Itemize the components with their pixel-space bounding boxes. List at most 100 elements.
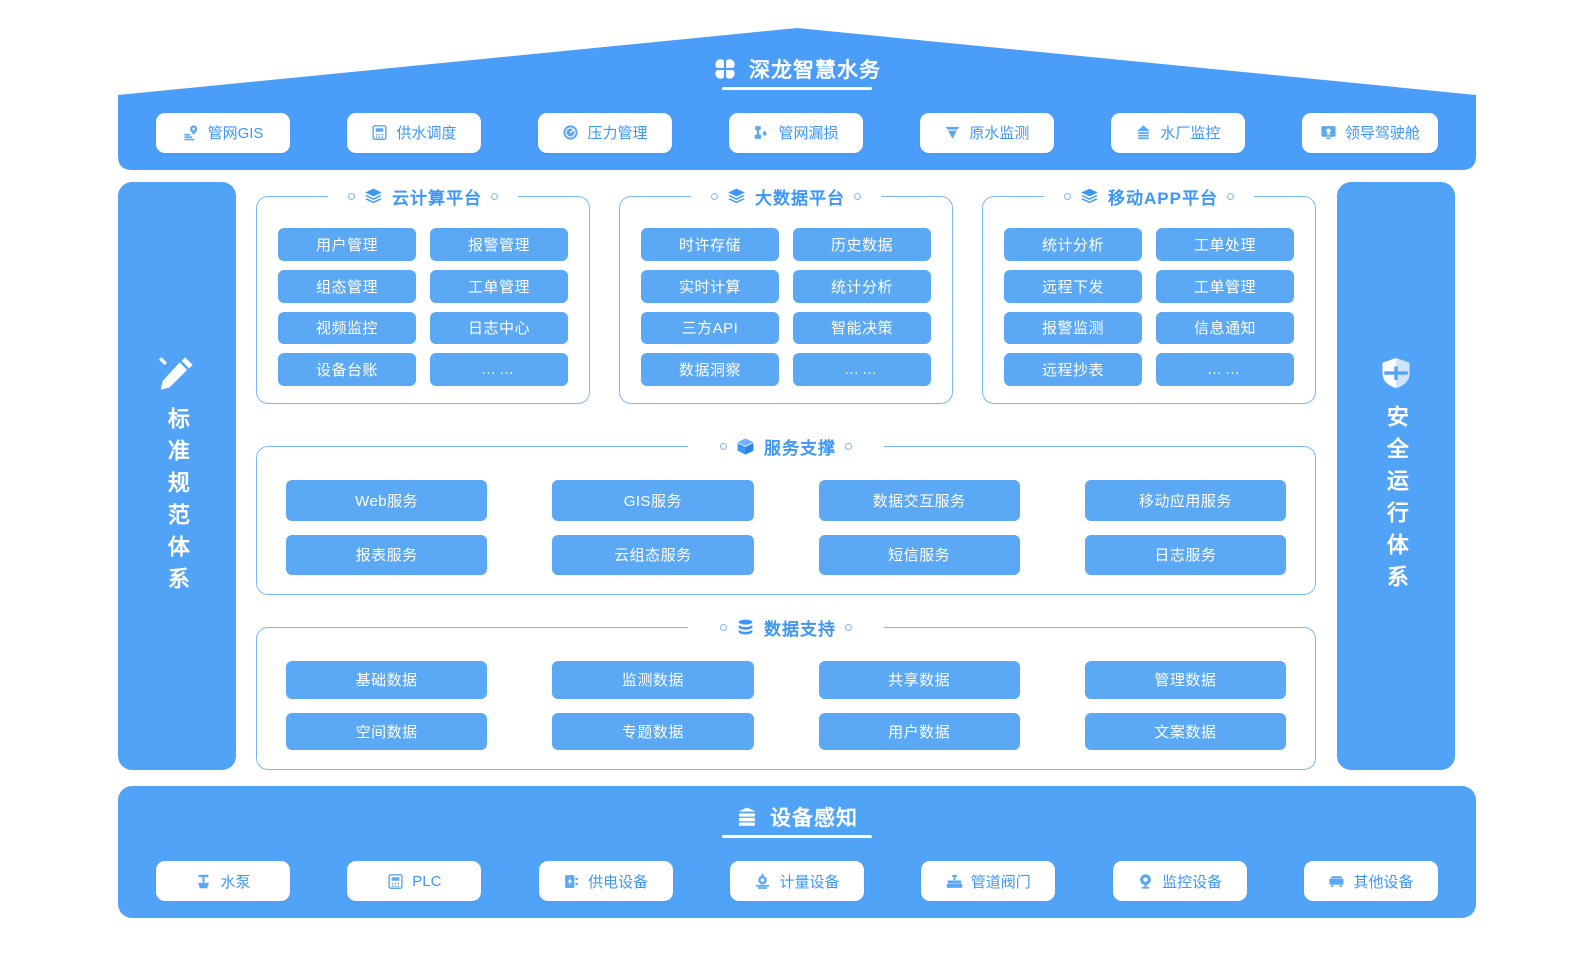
pillar-security: 安全运行体系 xyxy=(1337,182,1455,770)
module-chip[interactable]: 远程抄表 xyxy=(1004,353,1142,386)
cube-box-icon xyxy=(736,437,755,456)
module-chip[interactable]: 数据洞察 xyxy=(641,353,779,386)
layers-stack-icon xyxy=(364,187,383,206)
device-item-label: 管道阀门 xyxy=(970,873,1031,891)
nav-item-shuichang-jiankong[interactable]: 水厂监控 xyxy=(1110,112,1245,153)
device-item-label: 计量设备 xyxy=(779,873,840,891)
module-chip[interactable]: 报警管理 xyxy=(430,228,568,261)
data-chip[interactable]: 共享数据 xyxy=(818,661,1020,699)
module-chip[interactable]: 统计分析 xyxy=(793,269,931,303)
connector-dot-left xyxy=(348,192,355,200)
panel-bigdata-platform: 大数据平台 时许存储 历史数据 实时计算 统计分析 三方API 智能决策 数据洞… xyxy=(619,182,953,404)
device-item-jiankong[interactable]: 监控设备 xyxy=(1112,861,1247,901)
module-chip[interactable]: 工单处理 xyxy=(1156,228,1294,261)
panel-title: 服务支撑 xyxy=(764,438,836,458)
module-chip-more[interactable]: …… xyxy=(430,353,568,386)
device-item-qita[interactable]: 其他设备 xyxy=(1303,861,1438,901)
connector-dot-left xyxy=(720,623,727,631)
layers-stack-icon xyxy=(727,187,746,206)
service-chip[interactable]: GIS服务 xyxy=(552,480,754,521)
module-chip[interactable]: 工单管理 xyxy=(430,269,568,303)
device-item-gongdian[interactable]: 供电设备 xyxy=(538,861,673,901)
nav-item-yali-guanli[interactable]: 压力管理 xyxy=(537,112,672,153)
module-chip[interactable]: 工单管理 xyxy=(1156,269,1294,303)
panel-title: 云计算平台 xyxy=(392,188,482,208)
data-chip[interactable]: 专题数据 xyxy=(552,712,754,750)
service-chip[interactable]: 云组态服务 xyxy=(552,534,754,575)
header-roof: 深龙智慧水务 管网GIS xyxy=(118,28,1476,170)
service-chip[interactable]: 移动应用服务 xyxy=(1084,480,1286,521)
nav-item-lingdao-jiashicang[interactable]: 领导驾驶舱 xyxy=(1301,112,1438,153)
nav-item-gongshui-diaodu[interactable]: 供水调度 xyxy=(346,112,481,153)
module-chip-more[interactable]: …… xyxy=(1156,353,1294,386)
module-chip[interactable]: 用户管理 xyxy=(278,228,416,261)
device-item-label: 监控设备 xyxy=(1162,873,1223,891)
header-nav: 管网GIS 供水调度 xyxy=(118,95,1476,170)
service-chip[interactable]: 短信服务 xyxy=(818,534,1020,575)
panel-data-support: 数据支持 基础数据 监测数据 共享数据 管理数据 空间数据 专题数据 用户数据 … xyxy=(256,613,1316,770)
module-chip[interactable]: 远程下发 xyxy=(1004,269,1142,303)
service-chip[interactable]: Web服务 xyxy=(286,480,488,521)
pipe-leak-icon xyxy=(753,124,770,141)
module-chip[interactable]: 实时计算 xyxy=(641,269,779,303)
connector-dot-right xyxy=(845,623,852,631)
head-gap xyxy=(328,182,518,210)
device-item-fadoor[interactable]: 管道阀门 xyxy=(921,861,1056,901)
module-chip[interactable]: 视频监控 xyxy=(278,311,416,345)
panel-title: 大数据平台 xyxy=(755,188,845,208)
panel-header: 移动APP平台 xyxy=(982,182,1316,210)
device-item-shuibeng[interactable]: 水泵 xyxy=(156,861,290,901)
panel-item-grid: Web服务 GIS服务 数据交互服务 移动应用服务 报表服务 云组态服务 短信服… xyxy=(286,480,1286,575)
module-chip[interactable]: 组态管理 xyxy=(278,269,416,303)
pillar-standards: 标准规范体系 xyxy=(118,182,236,770)
service-chip[interactable]: 报表服务 xyxy=(286,534,488,575)
monitor-dashboard-icon xyxy=(1320,124,1337,141)
module-chip[interactable]: 统计分析 xyxy=(1004,228,1142,261)
module-chip-more[interactable]: …… xyxy=(793,353,931,386)
nav-item-label: 压力管理 xyxy=(587,125,648,142)
service-chip[interactable]: 日志服务 xyxy=(1084,534,1286,575)
panel-header: 数据支持 xyxy=(256,613,1316,641)
pillar-left-label: 标准规范体系 xyxy=(164,407,190,599)
layers-stack-icon xyxy=(1080,187,1099,206)
data-chip[interactable]: 基础数据 xyxy=(286,661,488,699)
shield-icon xyxy=(1378,355,1414,391)
panel-service-support: 服务支撑 Web服务 GIS服务 数据交互服务 移动应用服务 报表服务 云组态服… xyxy=(256,432,1316,595)
data-chip[interactable]: 管理数据 xyxy=(1084,661,1286,699)
header-title-block: 深龙智慧水务 xyxy=(118,54,1476,90)
nav-item-yuanshui-jiance[interactable]: 原水监测 xyxy=(919,112,1054,153)
module-chip[interactable]: 时许存储 xyxy=(641,228,779,261)
device-title: 设备感知 xyxy=(770,807,858,830)
data-chip[interactable]: 用户数据 xyxy=(818,712,1020,750)
database-icon xyxy=(736,618,755,637)
camera-icon xyxy=(1137,873,1154,890)
module-chip[interactable]: 智能决策 xyxy=(793,311,931,345)
nav-item-label: 领导驾驶舱 xyxy=(1344,125,1420,142)
head-gap xyxy=(691,182,881,210)
module-chip[interactable]: 报警监测 xyxy=(1004,311,1142,345)
data-chip[interactable]: 文案数据 xyxy=(1084,712,1286,750)
connector-dot-right xyxy=(1226,192,1234,200)
map-pin-layers-icon xyxy=(183,124,200,141)
panel-title: 数据支持 xyxy=(764,619,836,639)
nav-item-guanwang-gis[interactable]: 管网GIS xyxy=(156,112,290,153)
nav-item-guanwang-loushun[interactable]: 管网漏损 xyxy=(728,112,863,153)
device-items-row: 水泵 PLC xyxy=(156,861,1438,901)
data-chip[interactable]: 监测数据 xyxy=(552,661,754,699)
module-chip[interactable]: 日志中心 xyxy=(430,311,568,345)
connector-dot-left xyxy=(720,442,727,450)
data-chip[interactable]: 空间数据 xyxy=(286,712,488,750)
module-chip[interactable]: 历史数据 xyxy=(793,228,931,261)
connector-dot-right xyxy=(491,192,498,200)
module-chip[interactable]: 设备台账 xyxy=(278,353,416,386)
device-item-jiliang[interactable]: 计量设备 xyxy=(729,861,864,901)
connector-dot-right xyxy=(845,442,852,450)
module-chip[interactable]: 信息通知 xyxy=(1156,311,1294,345)
factory-icon xyxy=(1135,124,1152,141)
panel-cloud-platform: 云计算平台 用户管理 报警管理 组态管理 工单管理 视频监控 日志中心 设备台账… xyxy=(256,182,590,404)
module-chip[interactable]: 三方API xyxy=(641,311,779,345)
device-item-plc[interactable]: PLC xyxy=(347,861,482,901)
service-chip[interactable]: 数据交互服务 xyxy=(818,480,1020,521)
device-item-label: 供电设备 xyxy=(588,873,649,891)
